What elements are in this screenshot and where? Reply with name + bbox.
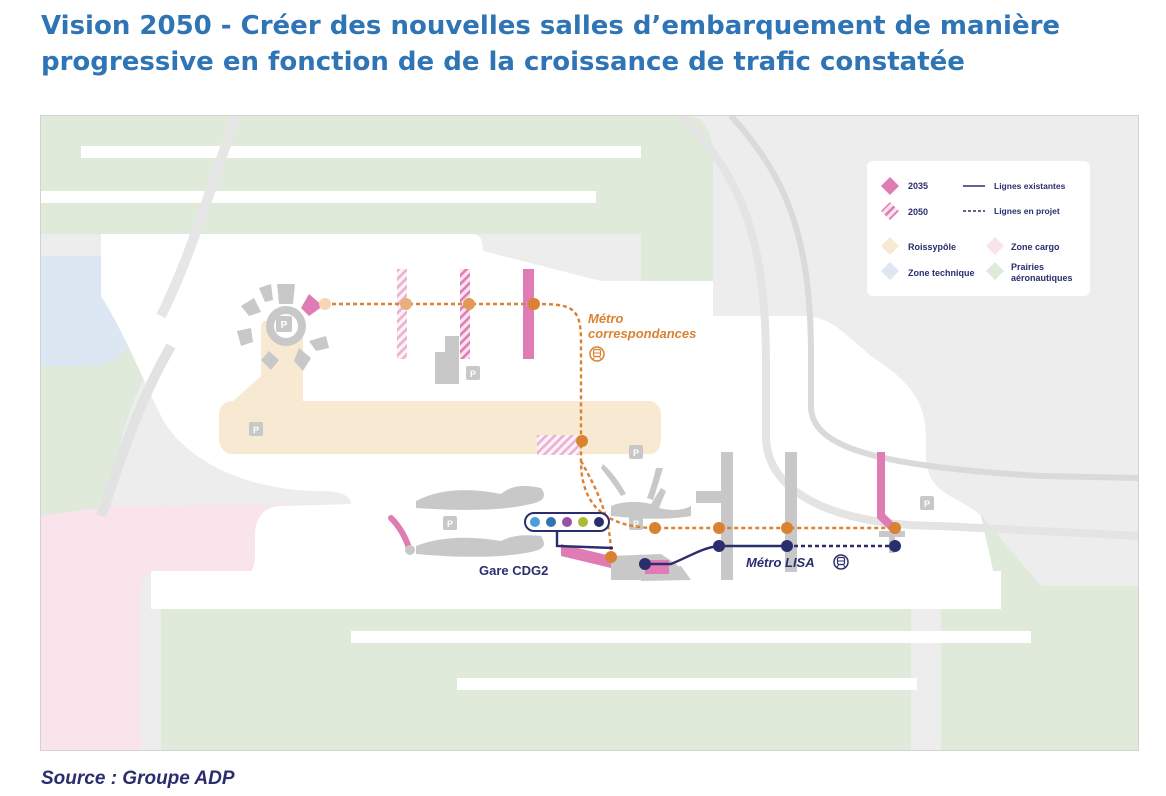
airport-map-canvas: P P P P P P P Métro correspondances [41,116,1138,750]
runway-north-2 [41,191,596,203]
legend-existing-line-label: Lignes existantes [994,181,1066,191]
parking-label: P [447,519,453,529]
parking-label: P [470,369,476,379]
parking-markers: P P P P P P P [249,316,934,530]
legend-cargo-label: Zone cargo [1011,242,1060,252]
gare-dot [562,517,572,527]
gare-dot [530,517,540,527]
legend-project-line-label: Lignes en projet [994,206,1060,216]
legend-box [867,161,1090,296]
metro-lisa-station [713,540,725,552]
hall-2035-west [388,515,412,551]
metro-lisa-label: Métro LISA [746,555,815,570]
metro-station [463,298,475,310]
parking-label: P [924,499,930,509]
metro-lisa-station [889,540,901,552]
parking-label: P [253,425,259,435]
parking-roissypole-3: P [629,445,643,459]
airport-map: P P P P P P P Métro correspondances [40,115,1139,751]
page-title-line-2: progressive en fonction de de la croissa… [41,47,965,77]
metro-lisa-station [639,558,651,570]
metro-correspondances-branch [579,460,613,557]
metro-station [649,522,661,534]
legend-2035-label: 2035 [908,181,928,191]
gare-cdg2-line-dots [530,517,604,527]
legend-technique-label: Zone technique [908,268,975,278]
legend-prairies-swatch [986,262,1004,280]
meadow-north [41,116,641,234]
legend-technique-swatch [881,262,899,280]
ring-road-outer [678,116,1138,540]
building-roissypole [435,352,459,384]
metro-lisa-train-icon [833,554,849,570]
road-west-curve [96,343,176,518]
hall-2050-b [460,269,470,359]
page-title: Vision 2050 - Créer des nouvelles salles… [41,8,1141,80]
parking-t2-east: P [920,496,934,510]
metro-correspondances-train-icon [589,346,605,362]
gare-dot [546,517,556,527]
metro-station [605,551,617,563]
roissypole-area [219,321,661,454]
ring-road-inner [728,116,1138,481]
gare-cdg2-label: Gare CDG2 [479,563,548,578]
metro-correspondances-label-2: correspondances [588,326,696,341]
parking-label: P [633,519,639,529]
hall-2035-west-end [405,545,415,555]
metro-station [781,522,793,534]
legend-2050-label: 2050 [908,207,928,217]
metro-station [528,298,540,310]
building-roissypole-2 [445,336,459,352]
legend-prairies-label-1: Prairies [1011,262,1044,272]
road-west-curve-2 [156,116,241,319]
metro-lisa-station [781,540,793,552]
metro-station [713,522,725,534]
legend-roissypole-label: Roissypôle [908,242,956,252]
metro-station [319,298,331,310]
gare-dot [578,517,588,527]
parking-t2-west: P [443,516,457,530]
metro-correspondances-stations [319,298,901,563]
hall-2035-gare [561,544,611,568]
parking-label: P [281,320,288,331]
runway-south-2 [457,678,917,690]
metro-station [889,522,901,534]
runway-north-1 [81,146,641,158]
gare-dot [594,517,604,527]
hall-2050-a [397,269,407,359]
legend-cargo-swatch [986,237,1004,255]
parking-roissypole-1: P [466,366,480,380]
page-title-line-1: Vision 2050 - Créer des nouvelles salles… [41,11,1061,41]
metro-correspondances-label-1: Métro [588,311,623,326]
hall-2035-c [523,269,534,359]
parking-label: P [633,448,639,458]
runway-south-1 [351,631,1031,643]
hall-2050-roissypole [537,435,579,455]
metro-station [576,435,588,447]
source-caption: Source : Groupe ADP [41,768,235,789]
meadow-south [161,586,911,750]
legend: 2035 2050 Lignes existantes Lignes en pr… [867,161,1090,296]
legend-prairies-label-2: aéronautiques [1011,273,1073,283]
legend-2050-swatch [881,202,899,220]
metro-station [400,298,412,310]
apron-south-strip [151,571,1001,609]
parking-t1: P [276,316,292,332]
hall-2035-east [877,452,899,534]
parking-t2-centre: P [629,516,643,530]
legend-roissypole-swatch [881,237,899,255]
parking-roissypole-2: P [249,422,263,436]
gare-cdg2-connector [555,530,614,550]
legend-2035-swatch [881,177,899,195]
